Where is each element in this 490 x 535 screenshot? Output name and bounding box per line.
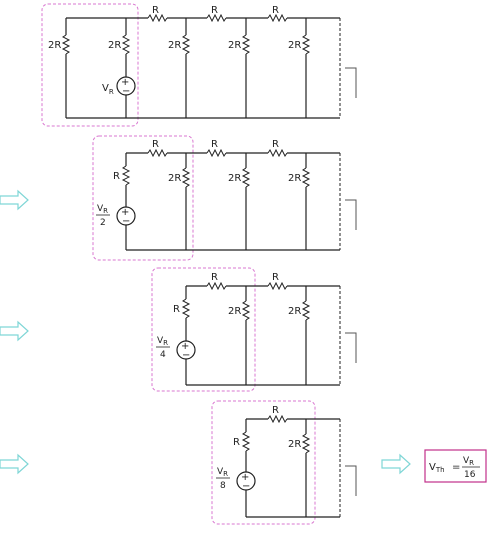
highlight-box-3 — [151, 267, 256, 392]
svg-text:=: = — [452, 462, 460, 473]
transform-arrow-icon — [0, 320, 29, 342]
resistor-series — [206, 281, 227, 291]
resistor-series — [267, 13, 288, 23]
resistor-series — [267, 414, 288, 424]
label-2r: 2R — [228, 40, 241, 51]
label-r: R — [113, 171, 120, 182]
label-r: R — [211, 272, 218, 283]
transform-arrow-icon — [381, 453, 411, 475]
result-box — [424, 449, 487, 483]
svg-text:VR: VR — [217, 467, 228, 478]
label-r: R — [272, 405, 279, 416]
source-fraction: VR 4 — [156, 336, 170, 360]
resistor-series — [147, 13, 168, 23]
label-2r: 2R — [228, 306, 241, 317]
label-2r: 2R — [288, 40, 301, 51]
svg-text:−: − — [182, 350, 190, 361]
svg-text:2: 2 — [100, 218, 106, 228]
resistor-shunt — [301, 167, 311, 188]
resistor-shunt — [61, 34, 71, 55]
svg-text:16: 16 — [464, 470, 476, 480]
svg-text:VTh: VTh — [429, 462, 445, 474]
label-r: R — [211, 139, 218, 150]
highlight-box-2 — [92, 135, 194, 261]
resistor-series — [206, 13, 227, 23]
svg-text:VR: VR — [97, 204, 108, 215]
label-2r: 2R — [288, 173, 301, 184]
highlight-box-4 — [211, 400, 316, 525]
label-r: R — [233, 437, 240, 448]
label-2r: 2R — [48, 40, 61, 51]
transform-arrow-icon — [0, 453, 29, 475]
label-2r: 2R — [288, 439, 301, 450]
thevenin-result: VTh = VR 16 — [424, 449, 487, 483]
probe-marker — [345, 199, 357, 230]
resistor-series — [267, 148, 288, 158]
resistor-shunt — [241, 34, 251, 55]
label-r: R — [272, 5, 279, 16]
svg-text:−: − — [122, 86, 130, 97]
svg-text:VR: VR — [157, 336, 168, 347]
probe-marker — [345, 67, 357, 98]
probe-marker — [345, 332, 357, 363]
svg-text:−: − — [242, 481, 250, 492]
source-fraction: VR 2 — [96, 204, 110, 228]
stage-1-circuit: R R R 2R 2R 2R 2R 2R + − VR — [41, 3, 357, 127]
label-2r: 2R — [168, 40, 181, 51]
label-r: R — [152, 139, 159, 150]
label-r: R — [272, 272, 279, 283]
label-2r: 2R — [228, 173, 241, 184]
resistor-shunt — [241, 300, 251, 321]
transform-arrow-icon — [0, 189, 29, 211]
resistor-shunt — [301, 300, 311, 321]
label-2r: 2R — [108, 40, 121, 51]
label-r: R — [211, 5, 218, 16]
resistor-source-series — [241, 431, 251, 452]
resistor-shunt — [241, 167, 251, 188]
probe-marker — [345, 465, 357, 496]
svg-text:+: + — [181, 341, 189, 352]
resistor-source-series — [121, 165, 131, 186]
resistor-series — [267, 281, 288, 291]
svg-text:+: + — [121, 77, 129, 88]
label-2r: 2R — [288, 306, 301, 317]
source-label: VR — [102, 83, 114, 96]
label-2r: 2R — [168, 173, 181, 184]
stage-3-circuit: R R R 2R 2R + − VR 4 — [151, 267, 357, 392]
source-fraction: VR 8 — [216, 467, 230, 491]
label-r: R — [272, 139, 279, 150]
svg-text:+: + — [241, 472, 249, 483]
resistor-shunt — [121, 34, 131, 55]
svg-text:+: + — [121, 207, 129, 218]
stage-2-circuit: R R R R 2R 2R 2R + − VR 2 — [92, 135, 357, 261]
svg-text:8: 8 — [220, 481, 226, 491]
resistor-series — [147, 148, 168, 158]
resistor-shunt — [181, 34, 191, 55]
stage-4-circuit: R R 2R + − VR 8 — [211, 400, 357, 525]
resistor-series — [206, 148, 227, 158]
resistor-shunt — [301, 433, 311, 454]
svg-text:VR: VR — [463, 456, 474, 467]
resistor-shunt — [301, 34, 311, 55]
svg-text:4: 4 — [160, 350, 166, 360]
resistor-source-series — [181, 298, 191, 319]
label-r: R — [152, 5, 159, 16]
label-r: R — [173, 304, 180, 315]
resistor-shunt — [181, 167, 191, 188]
highlight-box-1 — [41, 3, 139, 127]
svg-text:−: − — [122, 216, 130, 227]
